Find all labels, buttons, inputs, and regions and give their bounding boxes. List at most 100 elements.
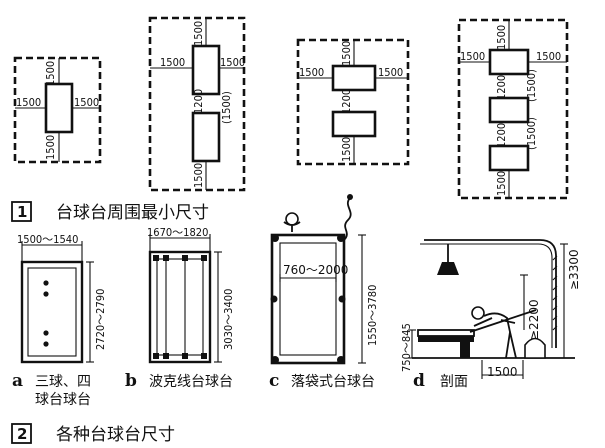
table-a-outline [20,260,84,364]
table-c-outline [270,233,346,365]
pocket [182,255,188,261]
dim-right-clearance: 1500 [220,56,245,69]
billiard-table [191,44,221,96]
pocket [163,255,169,261]
label-d: d [413,371,425,391]
section-2-heading: 2 各种台球台尺寸 [11,423,175,445]
clearance-diagram-two-tables: 1500 1500 1500 1200 (1500) 1500 [148,16,246,192]
dim-between-tables-2-alt: (1500) [525,117,538,150]
section-1-heading: 1 台球台周围最小尺寸 [11,201,209,223]
dim-top-clearance: 1500 [44,61,57,86]
caption-a-line1: 三球、四 [35,374,91,390]
pocket [201,255,207,261]
clearance-diagram-offset-tables: 1500 1500 1500 1200 1500 [296,38,410,166]
clearance-diagram-single-table: 1500 1500 1500 1500 [13,56,102,164]
player-cue-figure [336,197,352,247]
label-c: c [269,371,279,391]
section-2-number: 2 [17,425,27,443]
pocket [337,234,345,242]
table-type-c: 760～2000 1550～3780 c 落袋式台球台 [269,194,379,391]
bench [524,337,546,359]
dim-b-length: 3030～3400 [222,289,235,350]
dim-d-lamp-height: ≥2200 [527,299,541,340]
section-2-title: 各种台球台尺寸 [56,425,175,445]
wall-hatching [552,255,558,331]
pocket [271,234,279,242]
ball [43,330,49,336]
billiard-table [488,96,530,124]
pocket [271,356,279,364]
table-a-playing-surface [27,267,77,357]
pocket [153,255,159,261]
dim-between-tables: 1200 [192,89,205,114]
pocket [163,353,169,359]
dim-right-clearance: 1500 [378,66,403,79]
dim-between-tables-1: 1200 [495,75,508,100]
section-view-d: 750～845 1500 ≥2200 ≥3300 d 剖面 [400,239,581,391]
player-head [347,194,353,200]
dim-bottom-clearance: 1500 [192,163,205,188]
dim-left-clearance: 1500 [160,56,185,69]
caption-c: 落袋式台球台 [291,374,375,390]
lamp-shade [437,262,459,275]
table-c-playing-surface [279,242,337,356]
table-d-apron [418,336,474,342]
billiard-table [488,144,530,172]
label-b: b [125,371,137,391]
pocket [182,353,188,359]
dim-top-clearance: 1500 [192,21,205,46]
dim-left-clearance: 1500 [16,96,41,109]
ball [43,280,49,286]
dim-top-clearance: 1500 [340,41,353,66]
dim-d-table-height: 750～845 [400,323,413,372]
dim-between-tables-alt: (1500) [220,91,233,124]
section-2-number-box [11,423,32,444]
table-d-leg [460,342,470,358]
pocket [270,295,278,303]
dim-right-clearance: 1500 [536,50,561,63]
dim-left-clearance: 1500 [460,50,485,63]
section-1-title: 台球台周围最小尺寸 [56,203,209,223]
billiard-table [331,64,377,92]
table-b-outline [148,250,212,364]
dim-c-width: 760～2000 [283,263,348,277]
dim-b-width: 1670～1820 [147,226,208,239]
player-silhouette [469,306,537,359]
clearance-diagram-three-tables: 1500 1500 1500 1200 (1500) 1200 (1500) 1… [457,18,569,200]
table-d-top [417,329,475,337]
table-type-b: 1670～1820 3030～3400 b 波克线台球台 [125,226,235,391]
billiard-table [331,110,377,138]
section-1-number: 1 [17,203,27,221]
table-b-playing-surface [156,258,204,356]
dim-between-tables-1-alt: (1500) [525,69,538,102]
dim-bottom-clearance: 1500 [44,135,57,160]
dim-d-width: 1500 [487,365,518,379]
player-figure-body [283,221,301,232]
dim-between-tables: 1200 [340,89,353,114]
clearance-boundary [148,16,246,192]
ball [43,341,49,347]
dim-bottom-clearance: 1500 [340,137,353,162]
caption-b: 波克线台球台 [149,374,233,390]
caption-a-line2: 球台球台 [35,392,91,408]
label-a: a [12,371,23,391]
dim-a-width: 1500～1540 [17,233,78,246]
clearance-boundary [296,38,410,166]
clearance-boundary [13,56,102,164]
caption-d: 剖面 [440,374,468,390]
table-type-a: 1500～1540 2720～2790 a 三球、四 球台球台 [12,233,107,408]
ball [43,291,49,297]
billiard-table [191,111,221,163]
ceiling-inner-outline [420,243,553,348]
pocket [338,295,346,303]
dim-right-clearance: 1500 [74,96,99,109]
dim-left-clearance: 1500 [299,66,324,79]
dim-between-tables-2: 1200 [495,123,508,148]
section-1-number-box [11,201,32,222]
pocket [153,353,159,359]
dim-c-length: 1550～3780 [366,285,379,346]
ceiling-wall-outline [424,239,557,348]
billiard-table [44,82,74,134]
dim-top-clearance: 1500 [495,25,508,50]
